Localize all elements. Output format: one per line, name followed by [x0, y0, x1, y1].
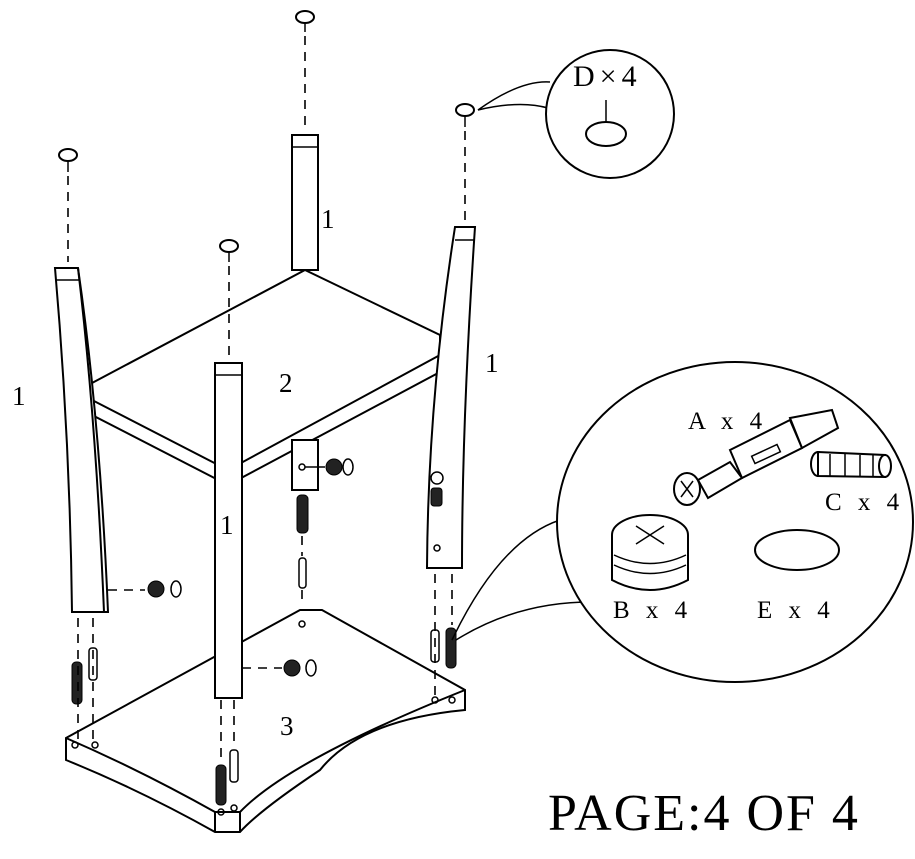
cam-bolt-icon [673, 408, 840, 506]
upper-shelf [91, 268, 441, 487]
leg-hardware [71, 458, 457, 806]
leg-right [425, 226, 477, 569]
label-cam-bolt: A x 4 [688, 408, 768, 435]
leg-front [214, 362, 243, 699]
label-felt-pad: D×4 [573, 60, 642, 93]
leg-left [53, 267, 110, 613]
label-leg-back: 1 [321, 204, 335, 234]
dowel-icon [810, 450, 892, 479]
label-upper-shelf: 2 [279, 368, 293, 398]
label-base: 3 [280, 711, 294, 741]
label-leg-left: 1 [12, 381, 26, 411]
callout-hardware [451, 361, 914, 683]
cap-icon [754, 529, 840, 571]
callout-felt-pad [477, 49, 675, 179]
label-cam-lock: B x 4 [613, 597, 693, 624]
base-board [65, 609, 466, 833]
label-leg-front: 1 [220, 510, 234, 540]
cam-lock-icon [611, 514, 689, 591]
label-dowel: C x 4 [825, 489, 905, 516]
felt-pads [58, 10, 475, 358]
page-number: PAGE:4 OF 4 [548, 785, 860, 842]
label-cap: E x 4 [757, 597, 835, 624]
label-leg-right: 1 [485, 348, 499, 378]
